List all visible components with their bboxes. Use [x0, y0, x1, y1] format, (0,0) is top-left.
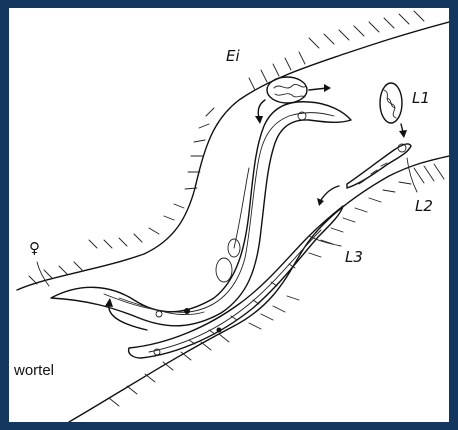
female-spot: [184, 308, 190, 314]
l2-to-l3-arrow-line: [321, 186, 339, 200]
l2-to-l3-arrow-head: [317, 198, 324, 206]
l1-arrow-head: [399, 130, 407, 138]
female-spot-2: [156, 311, 162, 317]
egg-to-female-arrow-line: [258, 100, 265, 118]
l2-leader-line: [407, 158, 417, 192]
label-female: ♀: [29, 239, 40, 257]
l3-spot: [217, 328, 222, 333]
label-root: wortel: [13, 362, 54, 379]
root-lower-contour: [69, 156, 449, 422]
female-to-l3-arrow-head: [105, 298, 113, 307]
female-body-outline: [51, 102, 351, 326]
right-hatching: [414, 164, 444, 183]
egg-to-female-arrow-head: [255, 116, 263, 124]
female-internal-tube: [104, 113, 334, 313]
egg-arrow-head: [324, 84, 331, 92]
l3-segments: [189, 264, 295, 344]
label-l3: L3: [345, 248, 363, 266]
label-l1: L1: [412, 89, 430, 107]
egg-larva-inside: [274, 84, 306, 97]
l3-internal-line: [149, 230, 321, 352]
l3-body: [129, 206, 343, 358]
label-l2: L2: [415, 197, 433, 215]
label-egg: Ei: [226, 47, 240, 65]
female-to-l3-arrow-line: [109, 304, 147, 330]
diagram-panel: Ei L1 L2 L3 ♀ wortel: [9, 8, 449, 422]
female-egg-inside: [216, 258, 232, 282]
l1-larva-inside: [384, 90, 396, 118]
egg-shape: [267, 77, 307, 103]
lifecycle-diagram: Ei L1 L2 L3 ♀ wortel: [9, 8, 449, 422]
